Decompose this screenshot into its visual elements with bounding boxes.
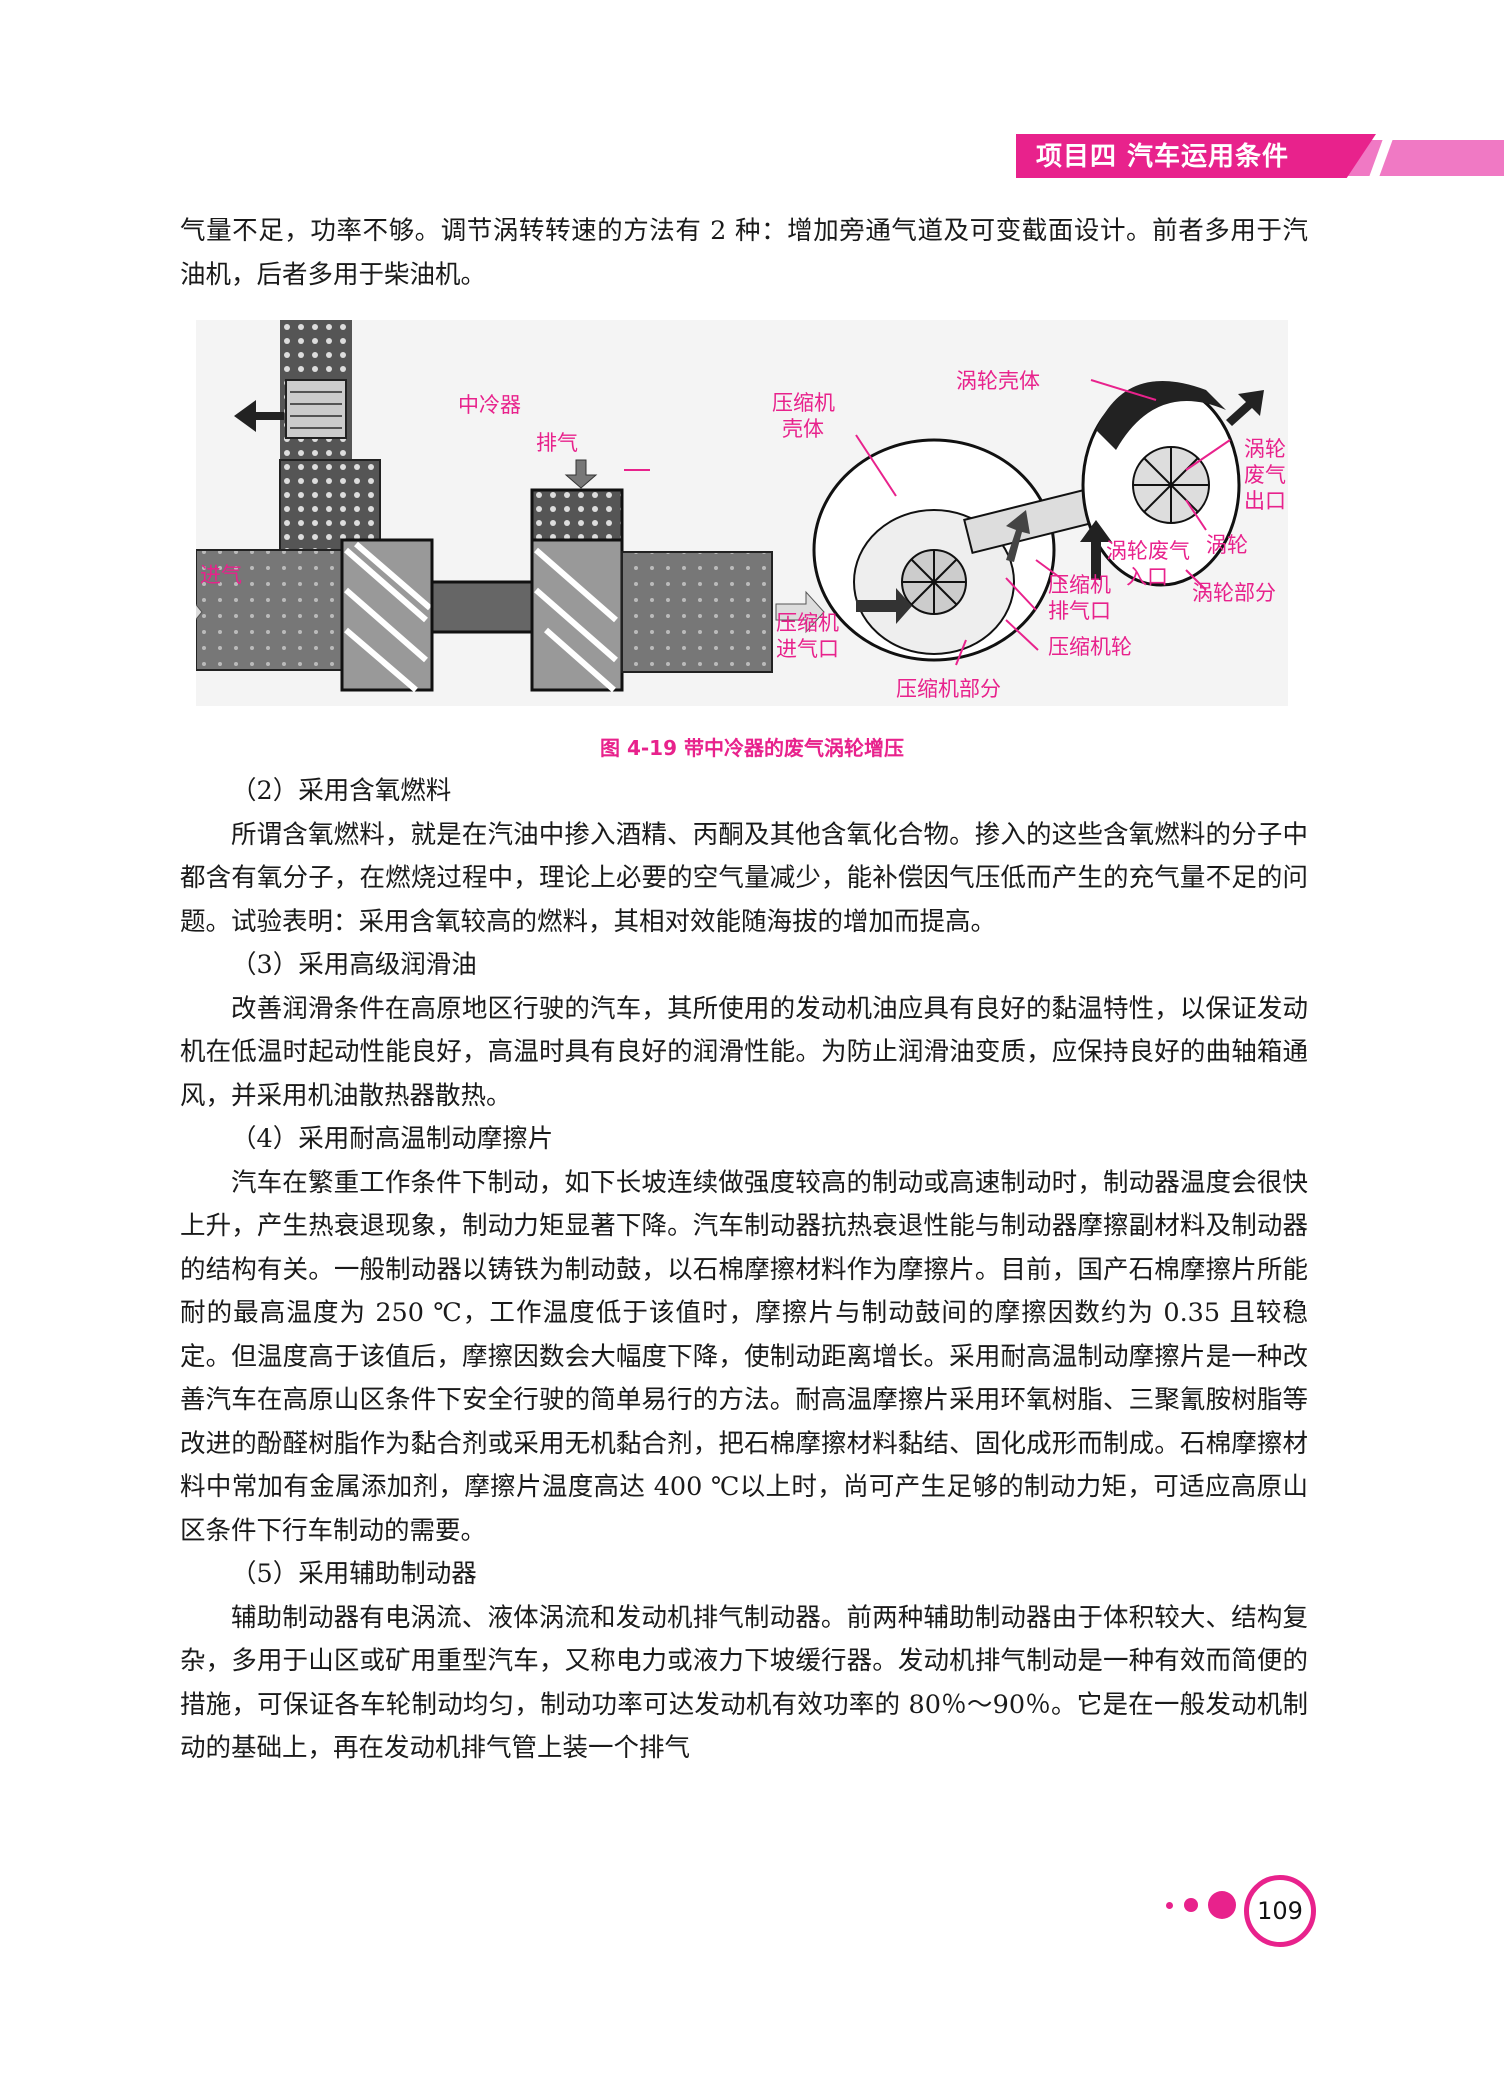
intercooler-arrow-icon (234, 400, 284, 432)
label-intake: 进气 (200, 563, 242, 587)
label-turbine-housing: 涡轮壳体 (956, 369, 1040, 393)
label-compressor-housing-1: 压缩机 (772, 391, 835, 415)
turbocharger-figure: 中冷器 排气 进气 压缩机 壳体 涡轮壳体 涡轮 废气 出口 涡轮 涡轮废气 入… (149, 320, 1288, 706)
exhaust-arrow-icon (564, 459, 598, 489)
footer-dot-small (1166, 1902, 1173, 1909)
label-turbine-inlet-2: 入口 (1126, 565, 1168, 589)
label-turbine-inlet-1: 涡轮废气 (1106, 539, 1190, 563)
flow-arrow-icon (775, 590, 825, 634)
label-turbine-outlet-2: 废气 (1244, 463, 1286, 487)
label-turbine: 涡轮 (1206, 533, 1248, 557)
compressor-outlet-arrow-icon (1006, 510, 1030, 562)
turbine-outlet-arrow-icon (1226, 390, 1264, 426)
turbocharger-diagram: 中冷器 排气 进气 压缩机 壳体 涡轮壳体 涡轮 废气 出口 涡轮 涡轮废气 入… (149, 320, 1286, 701)
label-intercooler: 中冷器 (458, 393, 521, 417)
compressor-inlet-arrow-icon (856, 588, 912, 624)
label-compressor-outlet-1: 压缩机 (1048, 573, 1111, 597)
section-paragraph: 辅助制动器有电涡流、液体涡流和发动机排气制动器。前两种辅助制动器由于体积较大、结… (180, 1602, 1308, 1764)
label-compressor-inlet-1: 压缩机 (776, 611, 839, 635)
section-paragraph: 所谓含氧燃料，就是在汽油中掺入酒精、丙酮及其他含氧化合物。掺入的这些含氧燃料的分… (180, 819, 1308, 937)
section-heading: （4）采用耐高温制动摩擦片 (231, 1124, 554, 1154)
label-compressor-outlet-2: 排气口 (1048, 599, 1111, 623)
label-compressor-wheel: 压缩机轮 (1048, 635, 1132, 659)
page-number: 109 (1244, 1875, 1316, 1947)
label-turbine-outlet-1: 涡轮 (1244, 437, 1286, 461)
section-heading: （3）采用高级润滑油 (231, 950, 477, 980)
footer-dot-large (1208, 1891, 1236, 1919)
section-paragraph: 汽车在繁重工作条件下制动，如下长坡连续做强度较高的制动或高速制动时，制动器温度会… (180, 1167, 1308, 1546)
body-text: （2）采用含氧燃料 所谓含氧燃料，就是在汽油中掺入酒精、丙酮及其他含氧化合物。掺… (180, 770, 1308, 1771)
shaft (430, 580, 534, 634)
exhaust-out-pipe (621, 551, 773, 673)
section-heading: （5）采用辅助制动器 (231, 1559, 477, 1589)
section-paragraph: 改善润滑条件在高原地区行驶的汽车，其所使用的发动机油应具有良好的黏温特性，以保证… (180, 993, 1308, 1111)
label-compressor-housing-2: 壳体 (782, 417, 824, 441)
intake-pipe (195, 549, 347, 671)
label-compressor-section: 压缩机部分 (896, 677, 1001, 701)
label-turbine-outlet-3: 出口 (1244, 489, 1286, 513)
turbine-inlet-arrow-icon (1080, 520, 1112, 580)
section-heading: （2）采用含氧燃料 (231, 776, 452, 806)
figure-caption: 图 4-19 带中冷器的废气涡轮增压 (600, 736, 904, 760)
label-exhaust: 排气 (536, 431, 578, 455)
intercooler-block (285, 379, 347, 439)
header-tab (1010, 134, 1376, 178)
intro-text: 气量不足，功率不够。调节涡转转速的方法有 2 种：增加旁通气道及可变截面设计。前… (180, 210, 1308, 297)
footer-dot-medium (1184, 1898, 1198, 1912)
intro-paragraph: 气量不足，功率不够。调节涡转转速的方法有 2 种：增加旁通气道及可变截面设计。前… (180, 216, 1308, 290)
chapter-title: 项目四 汽车运用条件 (1036, 142, 1290, 172)
label-turbine-section: 涡轮部分 (1192, 581, 1276, 605)
label-compressor-inlet-2: 进气口 (776, 637, 839, 661)
